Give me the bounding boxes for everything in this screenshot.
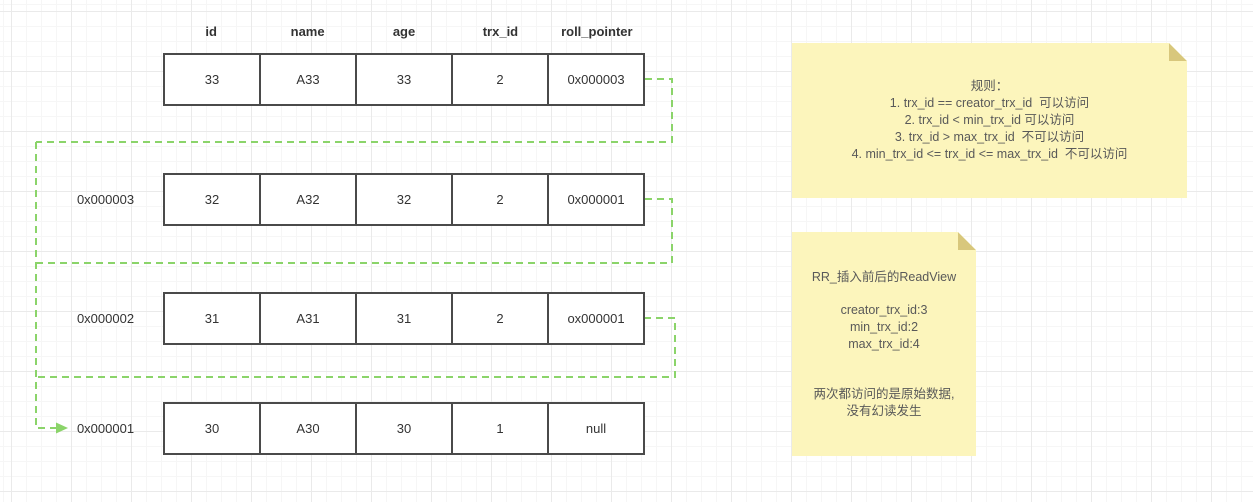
table-cell: ox000001 <box>567 311 625 326</box>
note-line: 1. trx_id == creator_trx_id 可以访问 <box>889 96 1090 110</box>
table-cell: A32 <box>261 175 357 224</box>
table-cell: A30 <box>261 404 357 453</box>
roll-pointer-connector-row2 <box>36 198 673 264</box>
table-cell: 31 <box>165 294 261 343</box>
note-rules: 规则： 1. trx_id == creator_trx_id 可以访问 2. tr… <box>792 43 1187 198</box>
table-cell: 33 <box>357 55 453 104</box>
note-line: 没有幻读发生 <box>846 403 922 418</box>
roll-pointer-connector-row1 <box>36 78 673 143</box>
arrowhead-icon <box>56 422 68 434</box>
note-line: 两次都访问的是原始数据, <box>813 386 955 401</box>
row-address-label: 0x000001 <box>76 421 135 436</box>
note-line: creator_trx_id:3 <box>840 302 928 317</box>
readview-title: RR_插入前后的ReadView <box>811 269 957 284</box>
table-cell: 30 <box>357 404 453 453</box>
table-cell: 33 <box>165 55 261 104</box>
column-header: name <box>290 24 325 39</box>
note-rules-text: 规则： 1. trx_id == creator_trx_id 可以访问 2. tr… <box>792 43 1187 198</box>
column-header: trx_id <box>482 24 519 39</box>
readview-fields: creator_trx_id:3 min_trx_id:2 max_trx_id:4 <box>841 302 928 353</box>
note-line: min_trx_id:2 <box>849 319 919 334</box>
note-line: 规则： <box>970 79 1009 93</box>
table-cell: 0x000003 <box>567 72 625 87</box>
table-cell: 2 <box>453 175 549 224</box>
row-address-label: 0x000002 <box>76 311 135 326</box>
readview-conclusion: 两次都访问的是原始数据, 没有幻读发生 <box>814 386 955 420</box>
note-line: 4. min_trx_id <= trx_id <= max_trx_id 不可… <box>851 147 1128 161</box>
table-cell: A31 <box>261 294 357 343</box>
table-cell: 0x000001 <box>567 192 625 207</box>
note-readview-text: RR_插入前后的ReadView creator_trx_id:3 min_trx… <box>792 232 976 456</box>
note-line: 3. trx_id > max_trx_id 不可以访问 <box>894 130 1085 144</box>
table-cell: 31 <box>357 294 453 343</box>
column-header: age <box>392 24 416 39</box>
table-cell: null <box>585 421 607 436</box>
table-cell: 2 <box>453 55 549 104</box>
table-header-row: id name age trx_id roll_pointer <box>163 24 645 39</box>
note-line: 2. trx_id < min_trx_id 可以访问 <box>904 113 1075 127</box>
row-address-label: 0x000003 <box>76 192 135 207</box>
note-readview: RR_插入前后的ReadView creator_trx_id:3 min_trx… <box>792 232 976 456</box>
table-cell: 30 <box>165 404 261 453</box>
column-header: id <box>205 24 217 39</box>
table-cell: 1 <box>453 404 549 453</box>
note-line: max_trx_id:4 <box>848 336 920 351</box>
column-header: roll_pointer <box>561 24 633 39</box>
table-cell: 32 <box>357 175 453 224</box>
roll-pointer-connector-row3 <box>36 317 676 378</box>
table-cell: A33 <box>261 55 357 104</box>
table-cell: 2 <box>453 294 549 343</box>
version-chain-trunk-line <box>35 142 56 429</box>
table-cell: 32 <box>165 175 261 224</box>
